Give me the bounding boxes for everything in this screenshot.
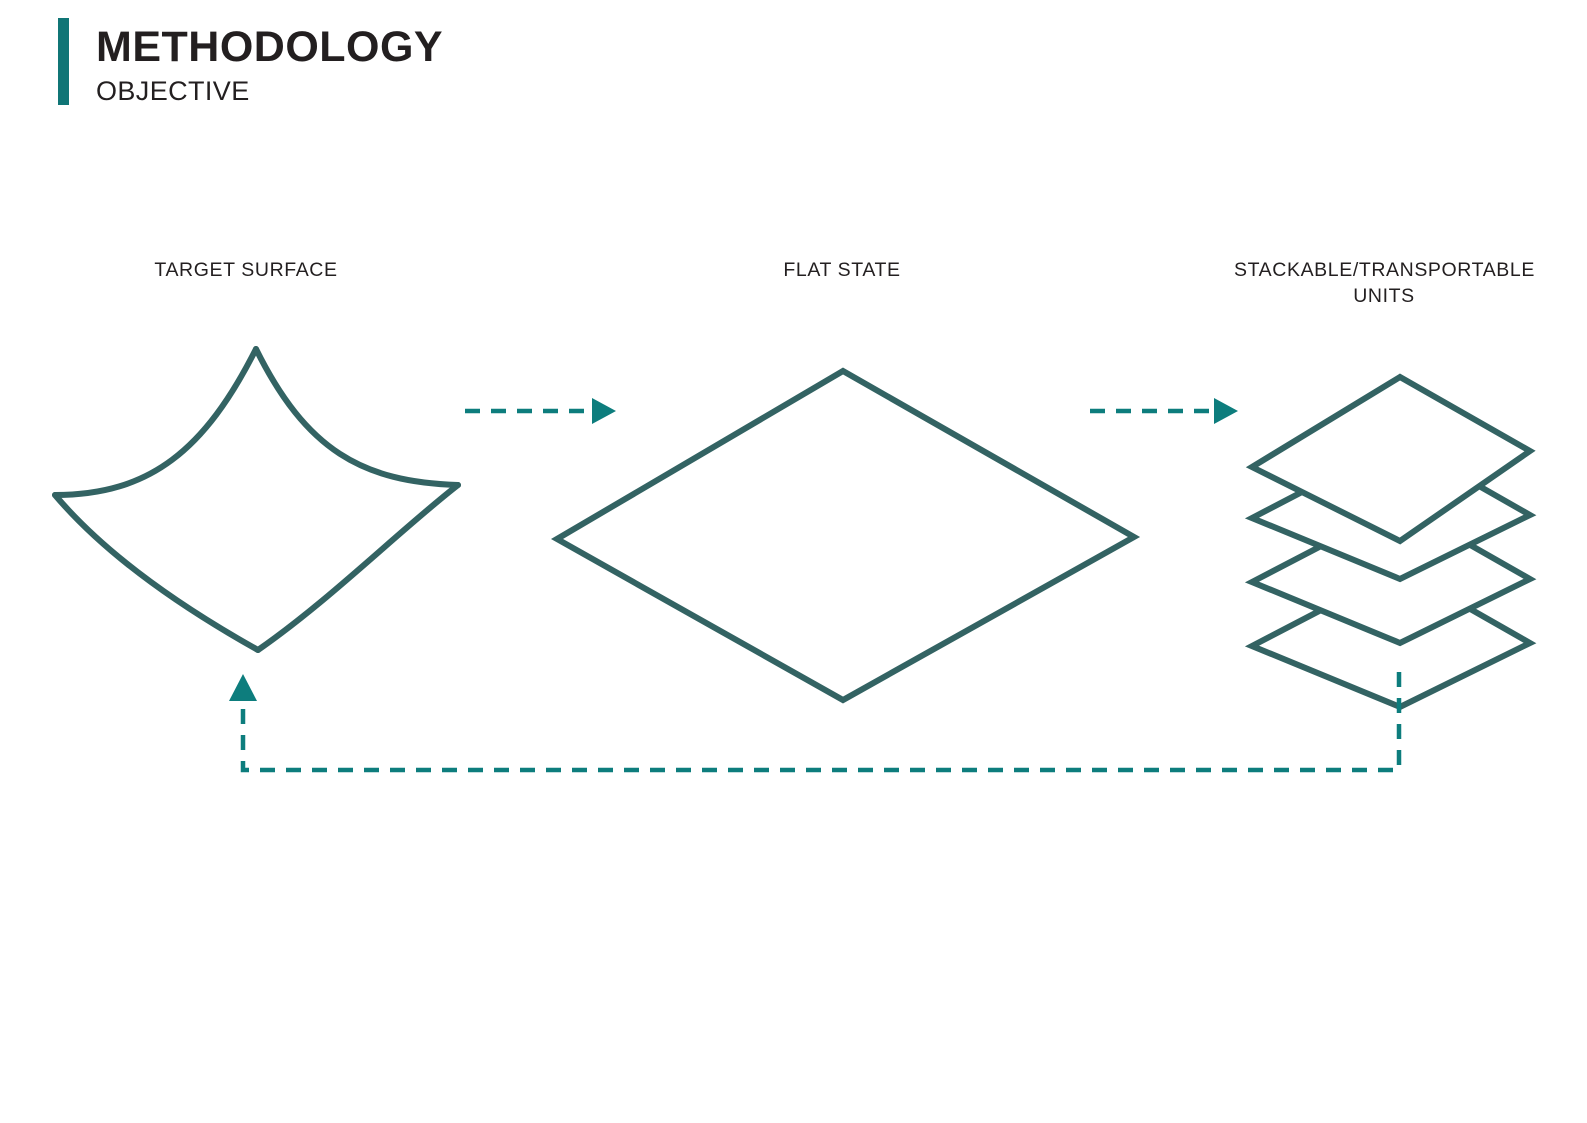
stage-label-target-surface: TARGET SURFACE <box>154 259 338 281</box>
surface-edge-bottom-left <box>52 492 261 653</box>
surface-edge-top-left <box>52 346 259 498</box>
stack-layer-1 <box>1245 373 1536 545</box>
arrow-flat-to-stackable <box>1090 398 1238 424</box>
page-header: METHODOLOGY OBJECTIVE <box>58 18 443 105</box>
arrow-head <box>1214 398 1238 424</box>
header-text-block: METHODOLOGY OBJECTIVE <box>69 18 443 105</box>
page-title: METHODOLOGY <box>96 23 444 71</box>
page-subtitle: OBJECTIVE <box>96 76 250 106</box>
flat-diamond <box>550 367 1141 704</box>
feedback-loop-connector <box>229 672 1402 773</box>
feedback-shaft <box>240 672 1402 773</box>
shape-stackable-units <box>1244 373 1537 711</box>
arrow-head <box>592 398 616 424</box>
header-accent-bar <box>58 18 69 105</box>
surface-edge-top-right <box>253 346 461 488</box>
arrow-target-to-flat <box>465 398 616 424</box>
feedback-arrow-head <box>229 674 257 701</box>
surface-edge-bottom-right <box>255 482 461 653</box>
stage-label-flat-state: FLAT STATE <box>783 259 901 281</box>
stage-label-stackable-units: STACKABLE/TRANSPORTABLE UNITS <box>1234 259 1535 307</box>
shape-flat-state <box>550 367 1141 704</box>
shape-target-surface <box>52 346 461 653</box>
